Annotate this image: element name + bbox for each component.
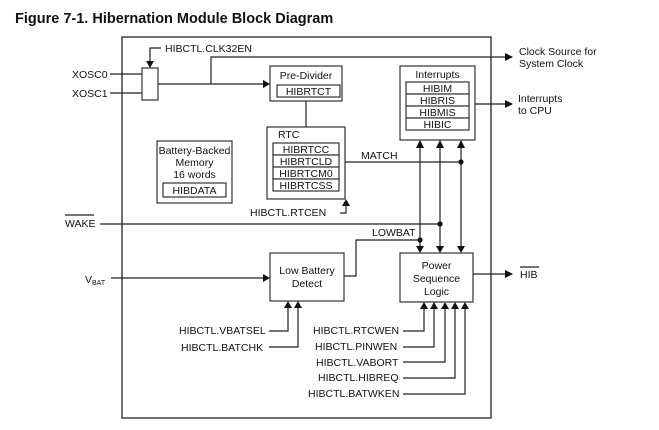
match-junction-dot	[458, 159, 464, 165]
xosc0-label: XOSC0	[72, 69, 108, 81]
wake-label: WAKE	[65, 218, 96, 230]
vbatsel-arrowhead	[284, 301, 292, 308]
power-sequence-logic-block: Power Sequence Logic	[399, 252, 474, 303]
power-seq-line-3: Logic	[424, 286, 449, 298]
hibreq-line	[403, 308, 456, 379]
rtcen-line	[340, 205, 347, 214]
wake-down-arrowhead	[436, 246, 444, 253]
batchk-label: HIBCTL.BATCHK	[181, 342, 263, 354]
batchk-line	[269, 307, 299, 348]
clock-source-arrowhead	[505, 53, 513, 61]
clock-source-label-1: Clock Source for	[519, 46, 597, 58]
pinwen-arrowhead	[430, 302, 438, 309]
lowbat-down-arrowhead	[416, 246, 424, 253]
rtc-register	[272, 178, 340, 192]
hibrtcm0-label: HIBRTCM0	[279, 168, 333, 180]
rtc-title: RTC	[278, 129, 300, 141]
clk32en-label: HIBCTL.CLK32EN	[165, 43, 252, 55]
battery-backed-memory-block: Battery-Backed Memory 16 words HIBDATA	[156, 140, 233, 204]
match-up-arrowhead	[457, 140, 465, 148]
hibrtcld-label: HIBRTCLD	[280, 156, 333, 168]
lowbat-label: LOWBAT	[372, 227, 416, 239]
batwken-label: HIBCTL.BATWKEN	[308, 388, 399, 400]
xosc1-label: XOSC1	[72, 88, 108, 100]
interrupts-to-cpu-arrowhead	[505, 100, 513, 108]
batwken-arrowhead	[461, 302, 469, 309]
hibrtcc-label: HIBRTCC	[283, 144, 330, 156]
hib-label: HIB	[520, 269, 538, 281]
match-label: MATCH	[361, 150, 398, 162]
hib-arrowhead	[505, 270, 513, 278]
hibdata-label: HIBDATA	[173, 185, 217, 197]
interrupts-cpu-label-1: Interrupts	[518, 93, 562, 105]
lowbat-line	[344, 239, 420, 277]
pre-divider-block: Pre-Divider HIBRTCT	[269, 65, 343, 102]
power-seq-line-2: Sequence	[413, 273, 460, 285]
match-down-arrowhead	[457, 246, 465, 253]
low-battery-detect-block: Low Battery Detect	[269, 252, 345, 302]
module-boundary	[121, 36, 492, 419]
hibrtcss-label: HIBRTCSS	[280, 180, 333, 192]
rtc-block: RTC HIBRTCC HIBRTCLD HIBRTCM0 HIBRTCSS	[266, 126, 346, 200]
batchk-arrowhead	[294, 301, 302, 308]
pinwen-label: HIBCTL.PINWEN	[315, 341, 397, 353]
hibmis-label: HIBMIS	[419, 107, 455, 119]
low-battery-line-1: Low Battery	[279, 265, 335, 277]
hibrtct-register	[276, 84, 341, 98]
memory-line-2: Memory	[176, 157, 215, 169]
hibdata-register	[162, 182, 227, 198]
clock-mux	[141, 67, 159, 101]
vbat-arrowhead	[263, 274, 270, 282]
interrupt-register	[405, 117, 470, 131]
clock-source-label-2: System Clock	[519, 58, 584, 70]
memory-line-3: 16 words	[173, 169, 216, 181]
vbat-label: VBAT	[85, 274, 106, 287]
clk32en-line	[149, 47, 161, 62]
vabort-label: HIBCTL.VABORT	[316, 357, 399, 369]
lowbat-junction-dot	[417, 237, 423, 243]
lowbat-up-arrowhead	[416, 140, 424, 148]
vbatsel-label: HIBCTL.VBATSEL	[179, 325, 266, 337]
memory-line-1: Battery-Backed	[159, 145, 231, 157]
hibrtct-label: HIBRTCT	[286, 86, 332, 98]
rtcen-label: HIBCTL.RTCEN	[250, 207, 326, 219]
wake-junction-dot	[437, 221, 443, 227]
pre-divider-title: Pre-Divider	[280, 70, 333, 82]
clk32en-arrowhead	[146, 61, 154, 68]
clock-source-line	[210, 56, 506, 84]
hibreq-arrowhead	[451, 302, 459, 309]
wake-up-arrowhead	[436, 140, 444, 148]
interrupts-block: Interrupts HIBIM HIBRIS HIBMIS HIBIC	[399, 65, 476, 141]
vabort-arrowhead	[441, 302, 449, 309]
interrupts-title: Interrupts	[415, 69, 459, 81]
low-battery-line-2: Detect	[292, 278, 322, 290]
hibris-label: HIBRIS	[420, 95, 455, 107]
hibic-label: HIBIC	[423, 119, 451, 131]
rtcwen-arrowhead	[420, 302, 428, 309]
interrupts-cpu-label-2: to CPU	[518, 105, 552, 117]
rtcen-arrowhead	[342, 199, 350, 206]
batwken-line	[403, 308, 466, 395]
predivider-input-arrowhead	[263, 80, 270, 88]
power-seq-line-1: Power	[422, 260, 452, 272]
hibim-label: HIBIM	[423, 83, 452, 95]
pinwen-line	[403, 308, 435, 348]
rtcwen-label: HIBCTL.RTCWEN	[313, 325, 399, 337]
hibreq-label: HIBCTL.HIBREQ	[318, 372, 399, 384]
figure-title: Figure 7-1. Hibernation Module Block Dia…	[15, 11, 333, 27]
vabort-line	[403, 308, 446, 363]
rtcwen-line	[403, 308, 425, 332]
vbatsel-line	[269, 307, 289, 332]
